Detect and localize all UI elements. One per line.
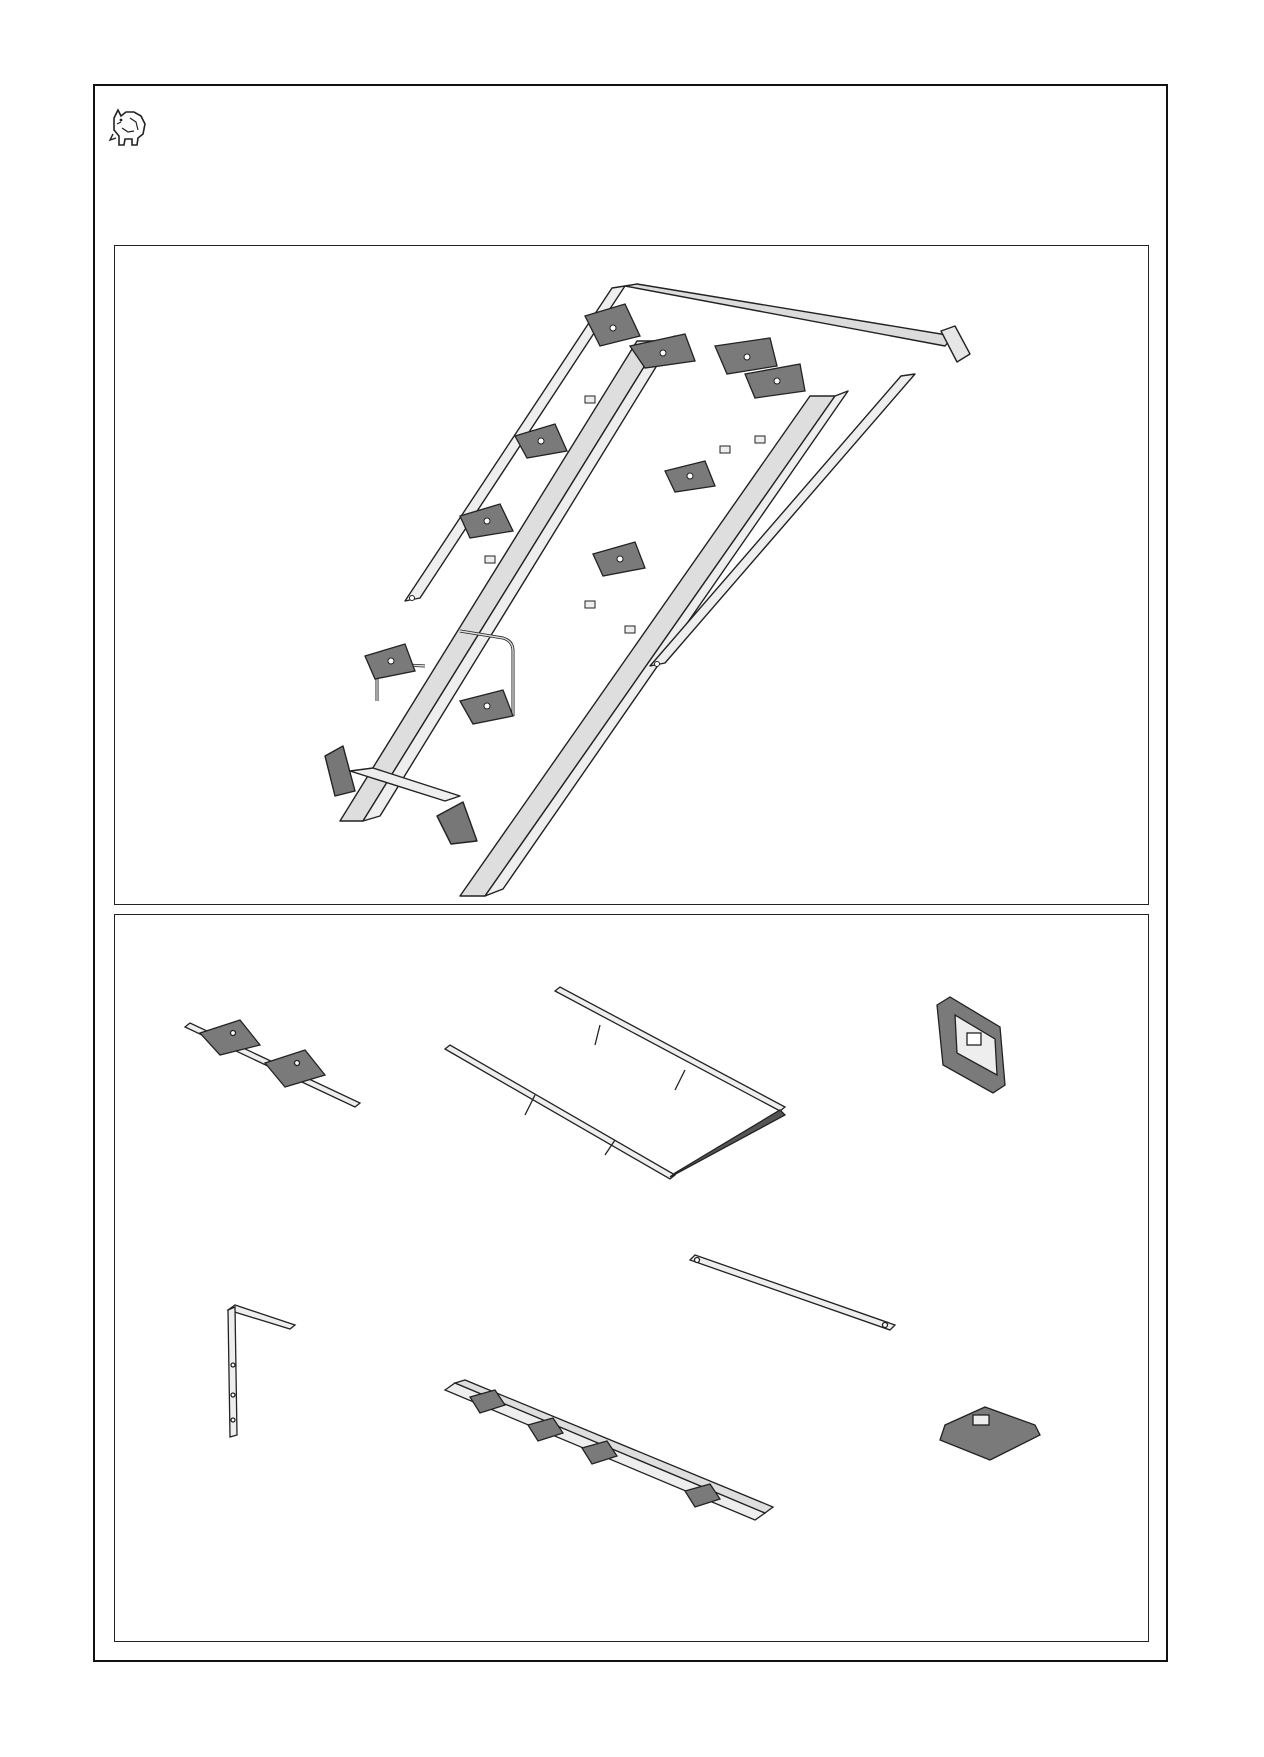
end-cap-part (937, 997, 1005, 1093)
rail-frame-assembly-part (445, 987, 785, 1179)
l-bracket-part (228, 1305, 295, 1437)
flat-cross-bar-part (690, 1255, 895, 1330)
rhino-logo-icon (108, 104, 150, 148)
channel-rail-with-saddles-part (445, 1380, 773, 1520)
assembled-rack-illustration (114, 245, 1149, 905)
saddle-pad-part (940, 1407, 1040, 1460)
parts-illustration (114, 914, 1149, 1642)
dual-pad-rail-part (185, 1020, 360, 1107)
